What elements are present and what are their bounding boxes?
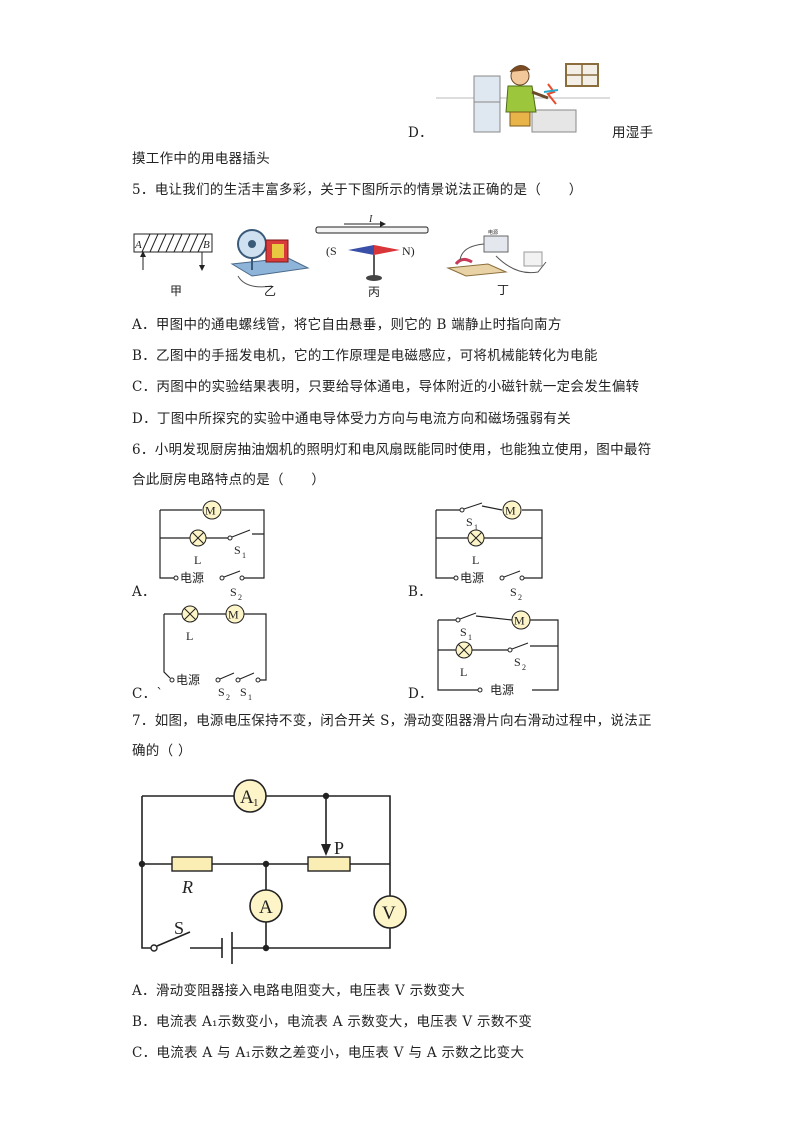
q7-stem-1: 7．如图，电源电压保持不变，闭合开关 S，滑动变阻器滑片向右滑动过程中，说法正: [132, 713, 652, 729]
q7-v-meter: V: [382, 903, 396, 924]
q5-jia-end-a: A: [134, 239, 142, 251]
q6-a-motor: M: [205, 504, 216, 518]
q6-c-motor: M: [228, 608, 239, 622]
q6-circuit-a: M L S 1 电源 S 2: [159, 500, 265, 602]
q5-option-c: C．丙图中的实验结果表明，只要给导体通电，导体附近的小磁针就一定会发生偏转: [132, 379, 640, 395]
q6-b-s1: S: [466, 515, 473, 529]
q6-d-lamp: L: [460, 665, 467, 679]
q7-option-a: A．滑动变阻器接入电路电阻变大，电压表 V 示数变大: [132, 983, 465, 999]
q6-stem-2: 合此厨房电路特点的是（ ）: [132, 472, 326, 488]
q5-fig-yi-generator: 乙: [230, 229, 310, 298]
q5-ding-box-label: 电源: [488, 229, 498, 236]
q6-option-c-label: C．`: [132, 686, 164, 702]
q5-fig-jia-solenoid: A B 甲: [133, 233, 213, 298]
q5-stem: 5．电让我们的生活丰富多彩，关于下图所示的情景说法正确的是（ ）: [132, 182, 583, 198]
q4-option-d-picture: [436, 63, 610, 133]
q6-d-s2: S: [514, 655, 521, 669]
q6-option-b-label: B．: [408, 584, 433, 600]
q6-c-s2: S: [218, 685, 225, 699]
q5-option-b: B．乙图中的手摇发电机，它的工作原理是电磁感应，可将机械能转化为电能: [132, 348, 598, 364]
q4-option-d-text-2: 摸工作中的用电器插头: [132, 151, 270, 167]
q5-jia-label: 甲: [170, 284, 182, 298]
q5-fig-ding-experiment: 电源 丁: [446, 229, 547, 297]
q6-circuit-c: L M 电源 S 2 S 1: [163, 604, 267, 702]
q6-a-source: 电源: [180, 571, 204, 585]
q4-option-d-label: D．: [408, 125, 433, 141]
q6-c-s2-sub: 2: [226, 693, 230, 702]
q6-a-s1: S: [234, 543, 241, 557]
q6-a-lamp: L: [194, 553, 201, 567]
q5-fig-bing-oersted: I (S N) 丙: [315, 214, 429, 299]
q7-slider-p: P: [334, 838, 344, 858]
q6-b-s2: S: [510, 585, 517, 599]
q6-circuit-d: S 1 M L S 2 电源: [437, 610, 559, 697]
q6-d-source: 电源: [490, 683, 514, 697]
q7-switch-s: S: [174, 918, 184, 938]
q6-c-source: 电源: [176, 673, 200, 687]
q5-jia-end-b: B: [203, 239, 210, 251]
q7-circuit: A 1 R P A V S: [138, 779, 407, 964]
q5-yi-label: 乙: [264, 284, 276, 298]
q5-bing-right: N): [402, 244, 415, 258]
q5-option-d: D．丁图中所探究的实验中通电导体受力方向与电流方向和磁场强弱有关: [132, 411, 571, 427]
q7-a1-meter: A: [240, 787, 254, 808]
q7-a1-sub: 1: [253, 797, 259, 809]
q6-d-motor: M: [514, 614, 525, 628]
q6-d-s1: S: [460, 625, 467, 639]
q5-ding-label: 丁: [497, 283, 509, 297]
q6-c-s1-sub: 1: [248, 693, 252, 702]
q6-stem-1: 6．小明发现厨房抽油烟机的照明灯和电风扇既能同时使用，也能独立使用，图中最符: [132, 442, 652, 458]
q6-circuit-b: S 1 M L 电源 S 2: [435, 500, 543, 602]
q7-stem-2: 确的（ ）: [132, 743, 192, 759]
q4-option-d-text-1: 用湿手: [612, 125, 654, 141]
q6-b-motor: M: [505, 504, 516, 518]
q6-b-s1-sub: 1: [474, 523, 478, 532]
q6-a-s2-sub: 2: [238, 593, 242, 602]
q6-d-s1-sub: 1: [468, 633, 472, 642]
q5-bing-current: I: [368, 214, 373, 225]
q6-a-s2: S: [230, 585, 237, 599]
q6-d-s2-sub: 2: [522, 663, 526, 672]
q6-b-lamp: L: [472, 553, 479, 567]
q6-c-s1: S: [240, 685, 247, 699]
q6-c-lamp: L: [186, 629, 193, 643]
q7-a-meter: A: [259, 897, 273, 918]
q7-resistor-r: R: [181, 877, 193, 897]
q6-a-s1-sub: 1: [242, 551, 246, 560]
q6-b-source: 电源: [460, 571, 484, 585]
q5-bing-left: (S: [326, 244, 337, 258]
q7-option-b: B．电流表 A₁示数变小，电流表 A 示数变大，电压表 V 示数不变: [132, 1014, 533, 1030]
q7-option-c: C．电流表 A 与 A₁示数之差变小，电压表 V 与 A 示数之比变大: [132, 1045, 525, 1061]
q6-b-s2-sub: 2: [518, 593, 522, 602]
q5-option-a: A．甲图中的通电螺线管，将它自由悬垂，则它的 B 端静止时指向南方: [132, 317, 562, 333]
q5-bing-label: 丙: [368, 285, 380, 299]
q6-option-a-label: A．: [132, 584, 156, 600]
q6-option-d-label: D．: [408, 686, 433, 702]
